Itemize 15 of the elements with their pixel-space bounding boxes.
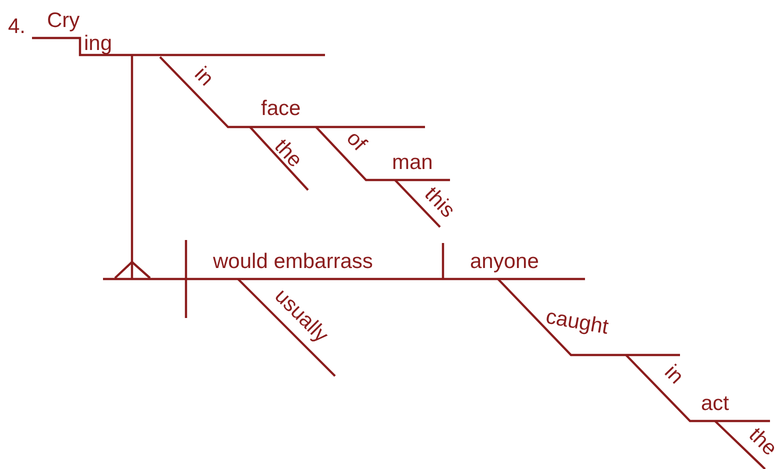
- word-label: in: [660, 361, 688, 388]
- word-label: in: [190, 63, 218, 90]
- word-label: anyone: [470, 251, 539, 273]
- word-label: the: [270, 136, 306, 172]
- item-number: 4.: [8, 16, 26, 38]
- word-label: this: [420, 183, 459, 222]
- word-label: would embarrass: [213, 251, 373, 273]
- word-label: ing: [84, 33, 112, 55]
- word-label: face: [261, 98, 301, 120]
- word-label: man: [392, 152, 433, 174]
- word-label: caught: [544, 306, 610, 339]
- word-label: of: [342, 128, 370, 156]
- word-label: Cry: [47, 10, 80, 32]
- word-label: act: [701, 393, 730, 415]
- word-label: the: [744, 424, 780, 460]
